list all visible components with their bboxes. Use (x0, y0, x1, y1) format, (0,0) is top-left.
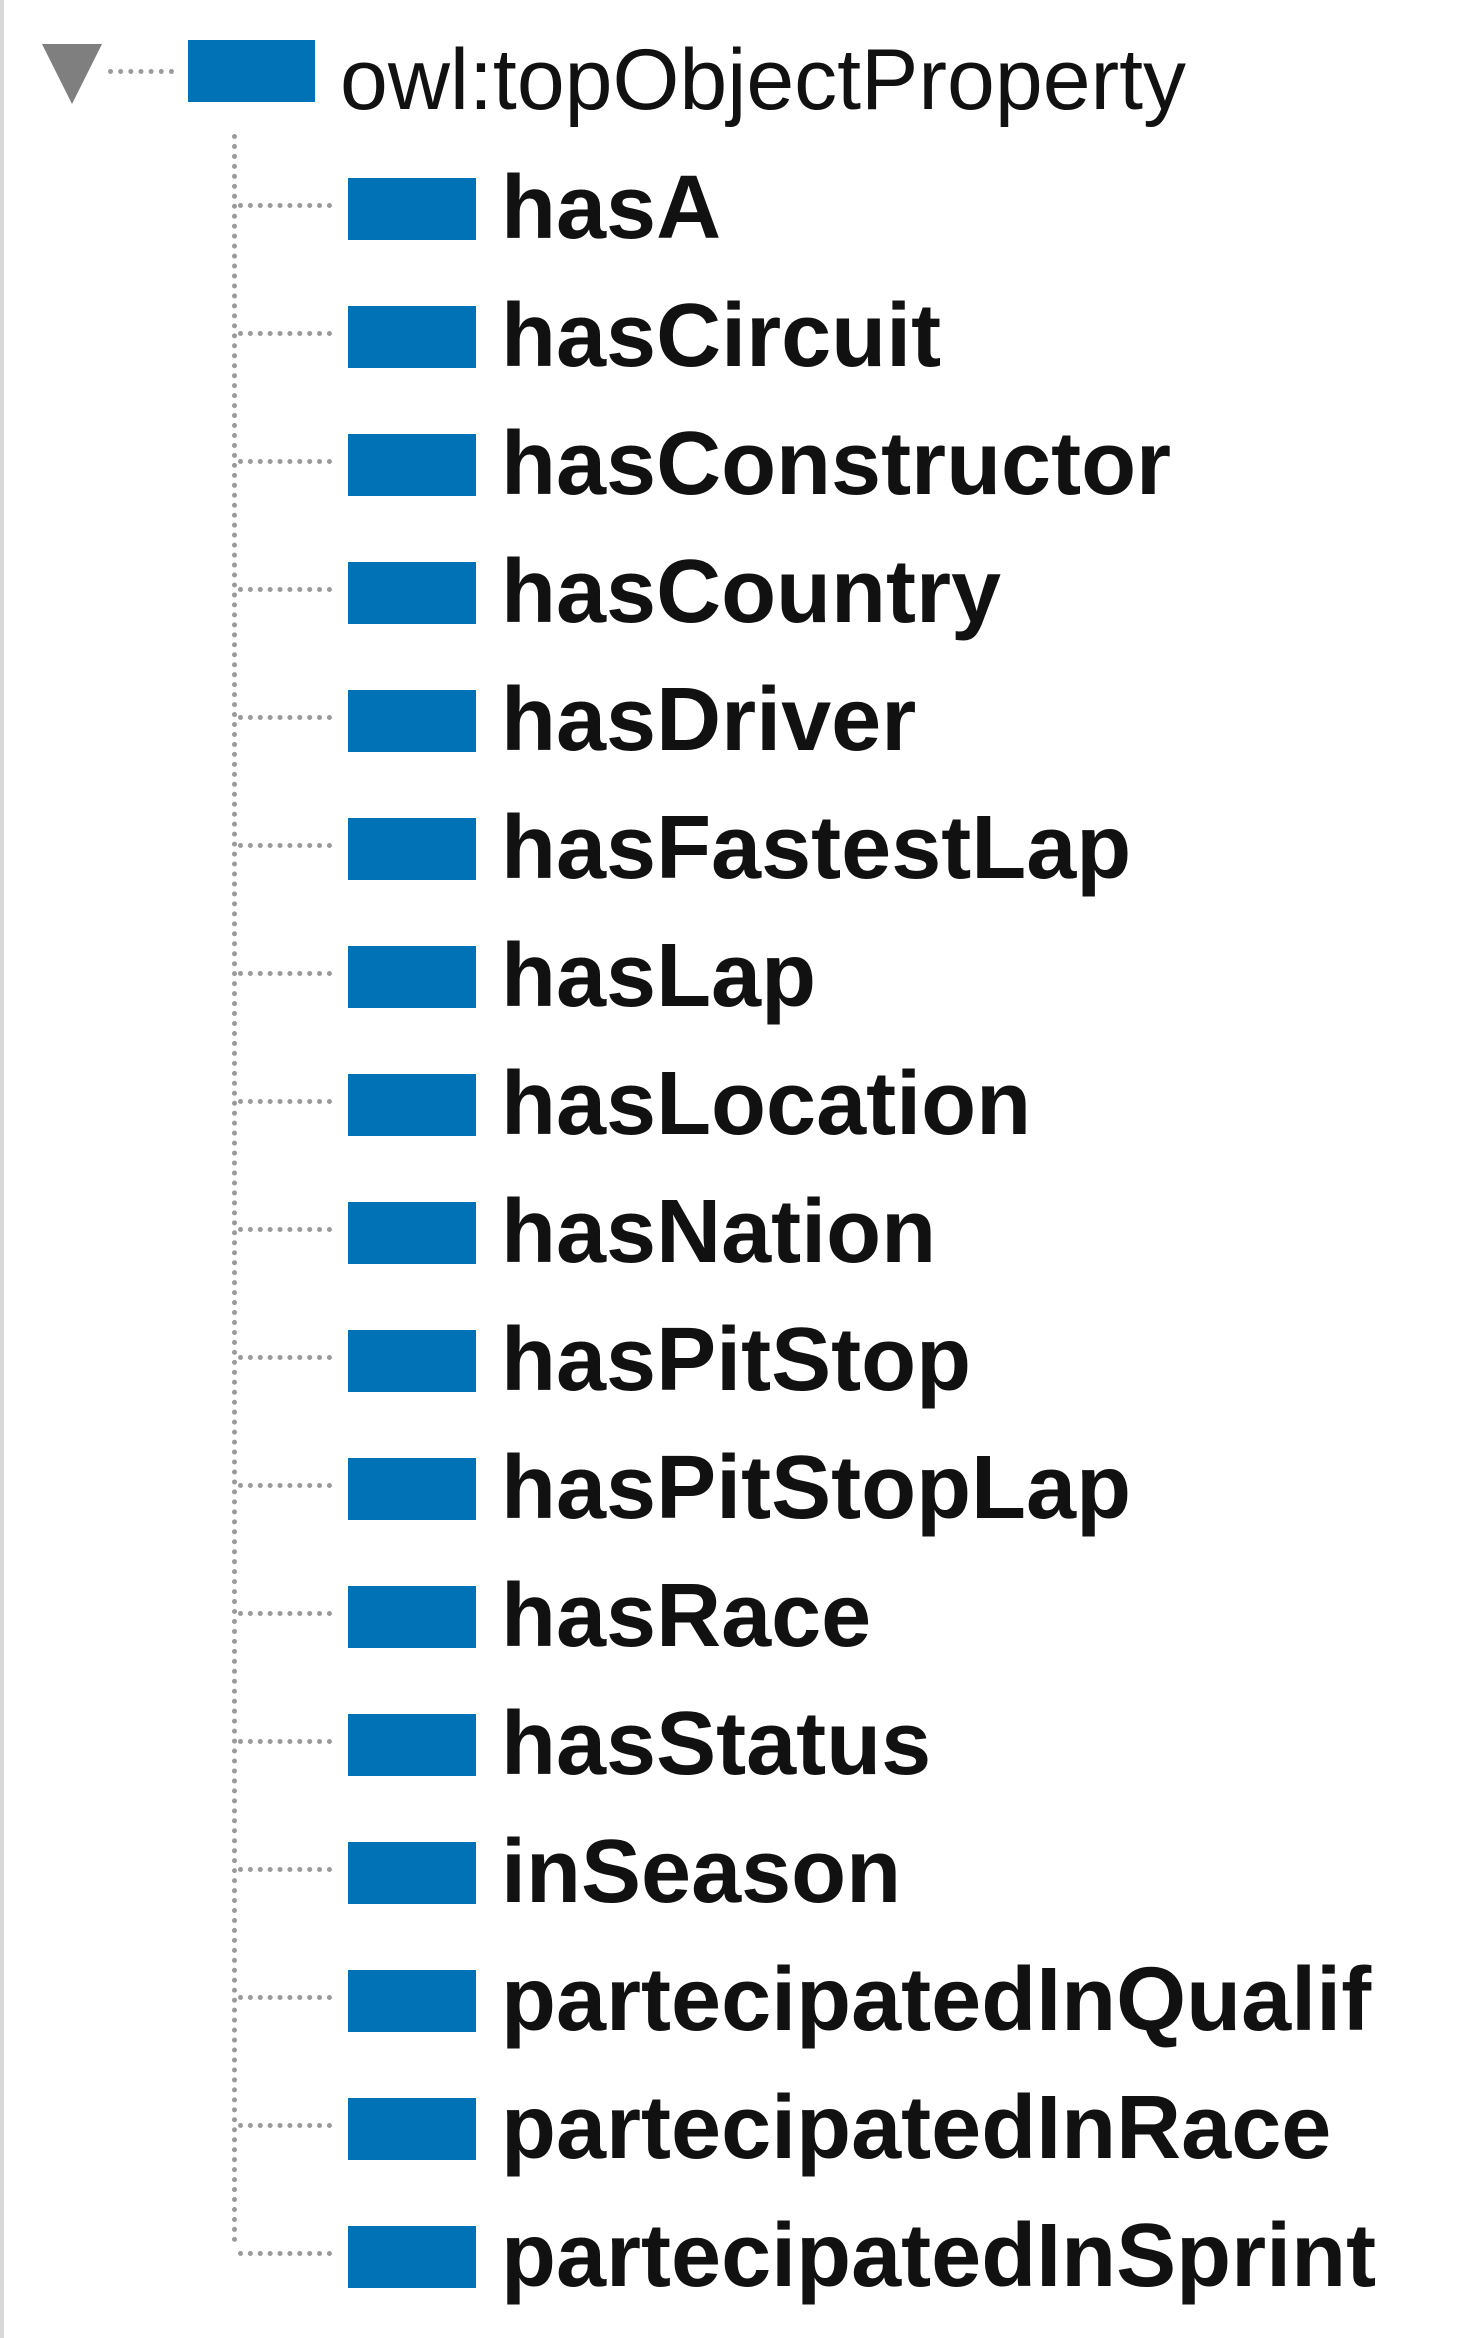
tree-node-hasfastestlap[interactable]: hasFastestLap (4, 780, 1471, 908)
tree-connector (238, 715, 332, 720)
tree-node-label[interactable]: owl:topObjectProperty (340, 32, 1187, 128)
object-property-icon (348, 1970, 476, 2032)
tree-node-label[interactable]: inSeason (501, 1822, 902, 1922)
tree-node-label[interactable]: hasPitStopLap (501, 1438, 1132, 1538)
object-property-icon (348, 818, 476, 880)
tree-node-label[interactable]: hasConstructor (501, 414, 1172, 514)
tree-connector (238, 1099, 332, 1104)
tree-node-label[interactable]: hasLocation (501, 1054, 1032, 1154)
tree-node-partecipatedinrace[interactable]: partecipatedInRace (4, 2060, 1471, 2188)
tree-node-hascircuit[interactable]: hasCircuit (4, 268, 1471, 396)
tree-connector (238, 1995, 332, 2000)
tree-node-label[interactable]: hasNation (501, 1182, 937, 1282)
tree-connector (238, 1483, 332, 1488)
tree-node-haspitstoplap[interactable]: hasPitStopLap (4, 1420, 1471, 1548)
tree-node-hasdriver[interactable]: hasDriver (4, 652, 1471, 780)
tree-connector (238, 587, 332, 592)
tree-node-label[interactable]: hasDriver (501, 670, 917, 770)
tree-node-partecipatedinsprint[interactable]: partecipatedInSprint (4, 2188, 1471, 2316)
tree-connector (238, 331, 332, 336)
tree-node-label[interactable]: partecipatedInSprint (501, 2206, 1377, 2306)
object-property-icon (348, 1714, 476, 1776)
object-property-icon (348, 434, 476, 496)
tree-node-hasstatus[interactable]: hasStatus (4, 1676, 1471, 1804)
tree-node-hasconstructor[interactable]: hasConstructor (4, 396, 1471, 524)
tree-connector (108, 69, 174, 74)
tree-connector (238, 1227, 332, 1232)
tree-connector (238, 971, 332, 976)
object-property-icon (348, 562, 476, 624)
tree-node-label[interactable]: hasCircuit (501, 286, 942, 386)
object-property-icon (348, 1202, 476, 1264)
object-property-icon (348, 178, 476, 240)
tree-node-partecipatedinqualif[interactable]: partecipatedInQualif (4, 1932, 1471, 2060)
object-property-icon (348, 1074, 476, 1136)
tree-node-inseason[interactable]: inSeason (4, 1804, 1471, 1932)
object-property-icon (348, 946, 476, 1008)
tree-node-haslocation[interactable]: hasLocation (4, 1036, 1471, 1164)
tree-connector (238, 1355, 332, 1360)
object-property-icon (188, 40, 315, 102)
tree-node-label[interactable]: hasLap (501, 926, 817, 1026)
tree-node-hasnation[interactable]: hasNation (4, 1164, 1471, 1292)
tree-connector (238, 2251, 332, 2256)
tree-connector (238, 459, 332, 464)
tree-node-hasrace[interactable]: hasRace (4, 1548, 1471, 1676)
object-property-icon (348, 1458, 476, 1520)
tree-connector (238, 1611, 332, 1616)
object-property-icon (348, 690, 476, 752)
tree-node-label[interactable]: partecipatedInQualif (501, 1950, 1372, 2050)
tree-node-label[interactable]: hasRace (501, 1566, 872, 1666)
tree-node-hascountry[interactable]: hasCountry (4, 524, 1471, 652)
object-property-icon (348, 2226, 476, 2288)
tree-connector (238, 843, 332, 848)
tree-node-label[interactable]: hasA (501, 158, 722, 258)
object-property-icon (348, 1586, 476, 1648)
tree-node-label[interactable]: hasCountry (501, 542, 1002, 642)
collapse-triangle-icon[interactable] (42, 44, 102, 104)
object-property-icon (348, 306, 476, 368)
tree-node-label[interactable]: hasPitStop (501, 1310, 972, 1410)
tree-connector (238, 203, 332, 208)
tree-node-hasa[interactable]: hasA (4, 140, 1471, 268)
tree-node-haslap[interactable]: hasLap (4, 908, 1471, 1036)
tree-node-label[interactable]: partecipatedInRace (501, 2078, 1332, 2178)
object-property-icon (348, 2098, 476, 2160)
object-property-icon (348, 1330, 476, 1392)
tree-connector (238, 1867, 332, 1872)
tree-node-label[interactable]: hasFastestLap (501, 798, 1132, 898)
tree-node-haspitstop[interactable]: hasPitStop (4, 1292, 1471, 1420)
tree-vertical-connector (232, 134, 237, 2244)
object-property-icon (348, 1842, 476, 1904)
tree-connector (238, 2123, 332, 2128)
tree-node-label[interactable]: hasStatus (501, 1694, 932, 1794)
tree-connector (238, 1739, 332, 1744)
tree-node-root[interactable]: owl:topObjectProperty (4, 18, 1404, 138)
